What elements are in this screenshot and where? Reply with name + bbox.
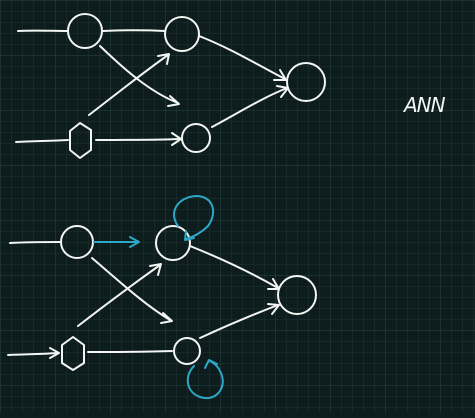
input-line-1 — [10, 242, 60, 243]
edge-n1-h1 — [103, 30, 165, 31]
edge-n2-h2 — [96, 139, 180, 140]
edge-n2-h2 — [88, 351, 172, 352]
ann-label: ANN — [402, 93, 446, 117]
